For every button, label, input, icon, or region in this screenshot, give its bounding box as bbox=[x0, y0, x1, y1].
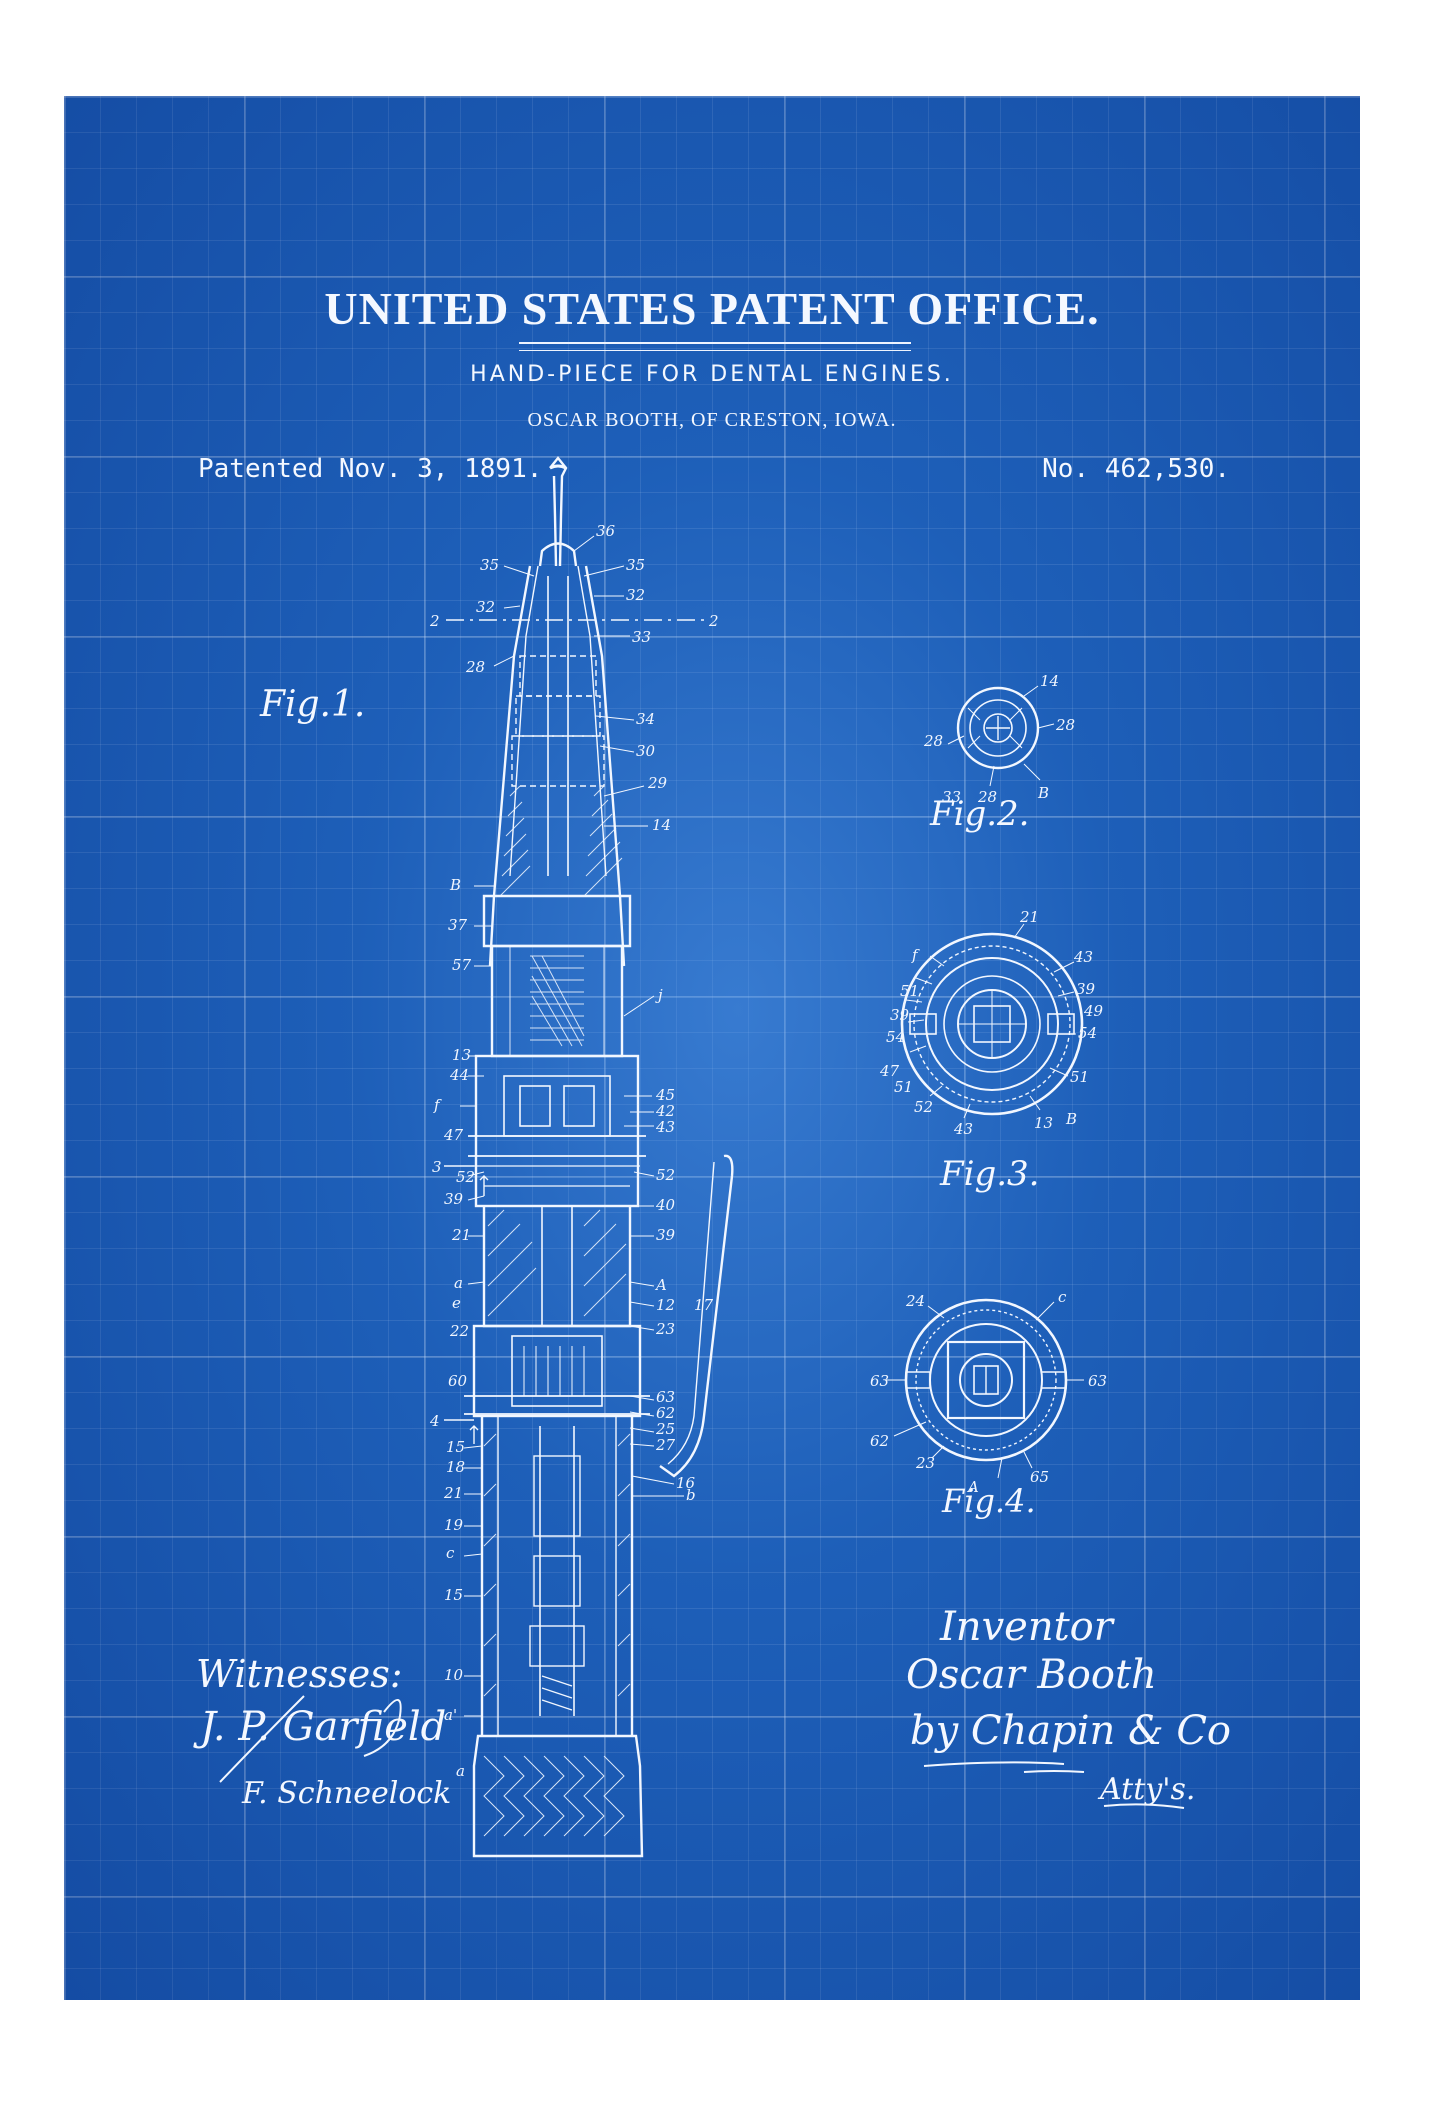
svg-text:A: A bbox=[654, 1276, 667, 1294]
svg-text:43: 43 bbox=[953, 1120, 973, 1138]
svg-text:28: 28 bbox=[1055, 716, 1075, 734]
svg-text:51: 51 bbox=[1070, 1068, 1089, 1086]
svg-text:13: 13 bbox=[1034, 1114, 1053, 1132]
svg-text:33: 33 bbox=[632, 628, 651, 646]
svg-text:60: 60 bbox=[448, 1372, 468, 1390]
svg-text:39: 39 bbox=[444, 1190, 464, 1208]
inventor-label: Inventor bbox=[940, 1604, 1113, 1650]
svg-text:35: 35 bbox=[626, 556, 645, 574]
witness-2-signature: F. Schneelock bbox=[242, 1776, 451, 1811]
svg-text:27: 27 bbox=[655, 1436, 676, 1454]
svg-text:23: 23 bbox=[915, 1454, 935, 1472]
svg-text:a: a bbox=[454, 1274, 463, 1292]
witness-1-signature: J. P. Garfield bbox=[200, 1704, 446, 1750]
svg-text:f: f bbox=[433, 1096, 442, 1114]
svg-text:23: 23 bbox=[655, 1320, 675, 1338]
svg-text:B: B bbox=[1037, 784, 1049, 802]
svg-text:15: 15 bbox=[444, 1586, 463, 1604]
fig3-cross-section: f 21 43 39 49 54 51 B 13 43 52 51 47 54 … bbox=[879, 908, 1104, 1138]
svg-text:29: 29 bbox=[647, 774, 668, 792]
svg-text:32: 32 bbox=[476, 598, 495, 616]
svg-text:40: 40 bbox=[655, 1196, 676, 1214]
svg-text:30: 30 bbox=[636, 742, 656, 760]
svg-text:28: 28 bbox=[923, 732, 943, 750]
svg-text:44: 44 bbox=[449, 1066, 469, 1084]
svg-text:63: 63 bbox=[870, 1372, 889, 1390]
svg-text:21: 21 bbox=[443, 1484, 463, 1502]
svg-text:39: 39 bbox=[1076, 980, 1096, 998]
svg-text:37: 37 bbox=[448, 916, 468, 934]
svg-text:e: e bbox=[452, 1294, 461, 1312]
svg-text:j: j bbox=[655, 986, 663, 1004]
svg-text:52: 52 bbox=[914, 1098, 933, 1116]
svg-text:f: f bbox=[911, 946, 920, 964]
svg-text:c: c bbox=[1058, 1288, 1067, 1306]
fig3-label: Fig.3. bbox=[940, 1154, 1039, 1194]
svg-text:47: 47 bbox=[879, 1062, 900, 1080]
fig4-cross-section: 24 c 63 63 62 23 A 65 bbox=[870, 1288, 1107, 1496]
svg-text:51: 51 bbox=[900, 982, 919, 1000]
svg-text:32: 32 bbox=[626, 586, 645, 604]
svg-text:a: a bbox=[456, 1762, 465, 1780]
svg-text:21: 21 bbox=[451, 1226, 471, 1244]
svg-text:4: 4 bbox=[429, 1412, 440, 1430]
svg-text:10: 10 bbox=[444, 1666, 464, 1684]
svg-text:35: 35 bbox=[480, 556, 499, 574]
svg-text:18: 18 bbox=[446, 1458, 465, 1476]
fig1-handpiece: 2 2 3 4 36 35 35 32 32 33 28 34 30 29 14… bbox=[429, 458, 732, 1856]
svg-text:43: 43 bbox=[1073, 948, 1093, 966]
fig2-cross-section: 14 28 28 33 28 B bbox=[923, 672, 1075, 806]
fig4-label: Fig.4. bbox=[942, 1482, 1036, 1520]
svg-text:39: 39 bbox=[890, 1006, 910, 1024]
svg-text:b: b bbox=[686, 1486, 696, 1504]
svg-text:52: 52 bbox=[456, 1168, 475, 1186]
svg-text:49: 49 bbox=[1083, 1002, 1104, 1020]
svg-text:13: 13 bbox=[452, 1046, 471, 1064]
svg-text:36: 36 bbox=[596, 522, 616, 540]
svg-text:28: 28 bbox=[465, 658, 485, 676]
svg-text:43: 43 bbox=[655, 1118, 675, 1136]
svg-text:14: 14 bbox=[652, 816, 671, 834]
svg-text:54: 54 bbox=[1078, 1024, 1097, 1042]
svg-text:15: 15 bbox=[446, 1438, 465, 1456]
svg-text:34: 34 bbox=[636, 710, 655, 728]
svg-text:2: 2 bbox=[429, 612, 440, 630]
svg-text:21: 21 bbox=[1019, 908, 1039, 926]
svg-text:12: 12 bbox=[656, 1296, 675, 1314]
svg-text:62: 62 bbox=[870, 1432, 889, 1450]
svg-text:47: 47 bbox=[443, 1126, 464, 1144]
svg-text:63: 63 bbox=[1088, 1372, 1107, 1390]
svg-text:c: c bbox=[446, 1544, 455, 1562]
svg-text:3: 3 bbox=[432, 1158, 442, 1176]
svg-text:24: 24 bbox=[905, 1292, 925, 1310]
svg-text:39: 39 bbox=[656, 1226, 676, 1244]
svg-text:B: B bbox=[1065, 1110, 1077, 1128]
fig1-label: Fig.1. bbox=[260, 684, 365, 725]
witnesses-label: Witnesses: bbox=[196, 1652, 403, 1696]
svg-text:B: B bbox=[449, 876, 461, 894]
svg-text:22: 22 bbox=[449, 1322, 469, 1340]
svg-text:2: 2 bbox=[708, 612, 719, 630]
attorney-signature: by Chapin & Co bbox=[910, 1708, 1231, 1754]
svg-text:17: 17 bbox=[694, 1296, 714, 1314]
fig2-label: Fig.2. bbox=[930, 794, 1029, 834]
svg-text:57: 57 bbox=[452, 956, 472, 974]
svg-text:14: 14 bbox=[1040, 672, 1059, 690]
svg-text:19: 19 bbox=[444, 1516, 464, 1534]
inventor-signature: Oscar Booth bbox=[906, 1652, 1157, 1698]
svg-text:54: 54 bbox=[886, 1028, 905, 1046]
attorney-title: Atty's. bbox=[1100, 1772, 1195, 1807]
blueprint-poster: UNITED STATES PATENT OFFICE. HAND-PIECE … bbox=[64, 96, 1360, 2000]
svg-text:51: 51 bbox=[894, 1078, 913, 1096]
svg-text:52: 52 bbox=[656, 1166, 675, 1184]
